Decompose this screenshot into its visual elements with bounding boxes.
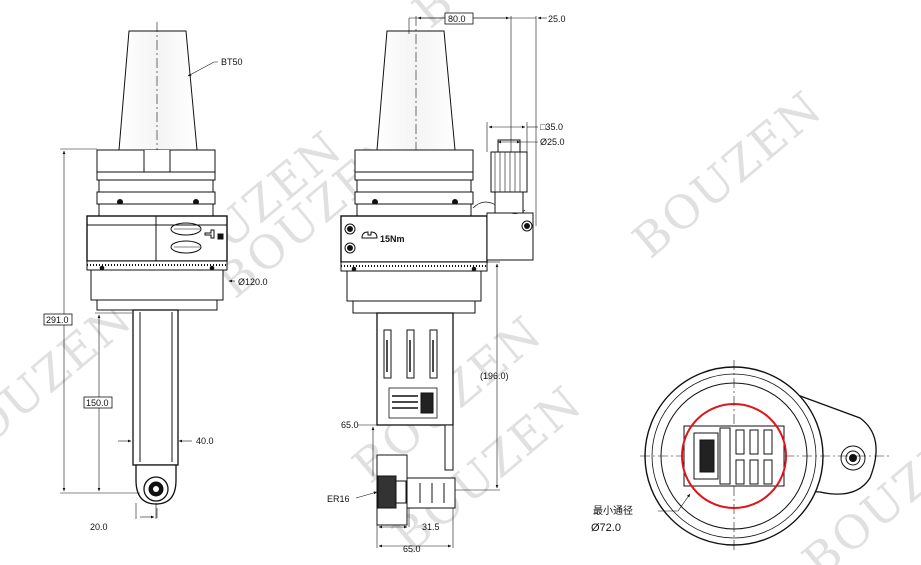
- angle-head: [377, 424, 454, 471]
- height-dim: 65.0: [341, 420, 359, 430]
- front-view: [43, 22, 235, 520]
- overall-length-dim: 291.0: [46, 315, 69, 325]
- wrench-icon: [361, 231, 378, 239]
- taper-cone: [118, 30, 198, 151]
- side-view-labels: 80.0 25.0 □35.0 Ø25.0 15Nm (196.0) 65.0 …: [327, 14, 566, 554]
- min-bore-label: 最小通径: [593, 504, 633, 517]
- top-offset-dim: 80.0: [448, 14, 466, 24]
- body: [86, 215, 228, 262]
- watermark: BOUZEN: [622, 80, 832, 269]
- side-view: [340, 12, 547, 548]
- body: [340, 215, 488, 263]
- nose-center-dim: 31.5: [422, 522, 440, 532]
- stop-block: [490, 151, 528, 193]
- wrench-icon: [204, 229, 215, 239]
- front-view-labels: BT50 291.0 150.0 40.0 Ø120.0 20.0: [46, 57, 268, 532]
- reach-dim: (196.0): [480, 371, 509, 381]
- spindle-width-dim: 40.0: [196, 436, 214, 446]
- nose-length-dim: 65.0: [403, 544, 421, 554]
- top-small-dim: 25.0: [548, 14, 566, 24]
- spindle-length-dim: 150.0: [86, 398, 109, 408]
- stop-arm: [486, 212, 534, 261]
- bottom-view: [640, 360, 890, 552]
- stop-pin-dim: Ø25.0: [540, 137, 565, 147]
- torque-label: 15Nm: [380, 234, 405, 244]
- nose-offset-dim: 20.0: [90, 522, 108, 532]
- taper-label: BT50: [221, 57, 243, 67]
- min-bore-value: Ø72.0: [591, 522, 621, 534]
- stop-block-dim: □35.0: [540, 122, 563, 132]
- collet-label: ER16: [327, 494, 350, 504]
- min-bore-circle: [681, 403, 787, 509]
- collet-nut: [377, 475, 397, 509]
- bottom-view-labels: 最小通径 Ø72.0: [591, 504, 633, 534]
- body-diameter-dim: Ø120.0: [238, 277, 268, 287]
